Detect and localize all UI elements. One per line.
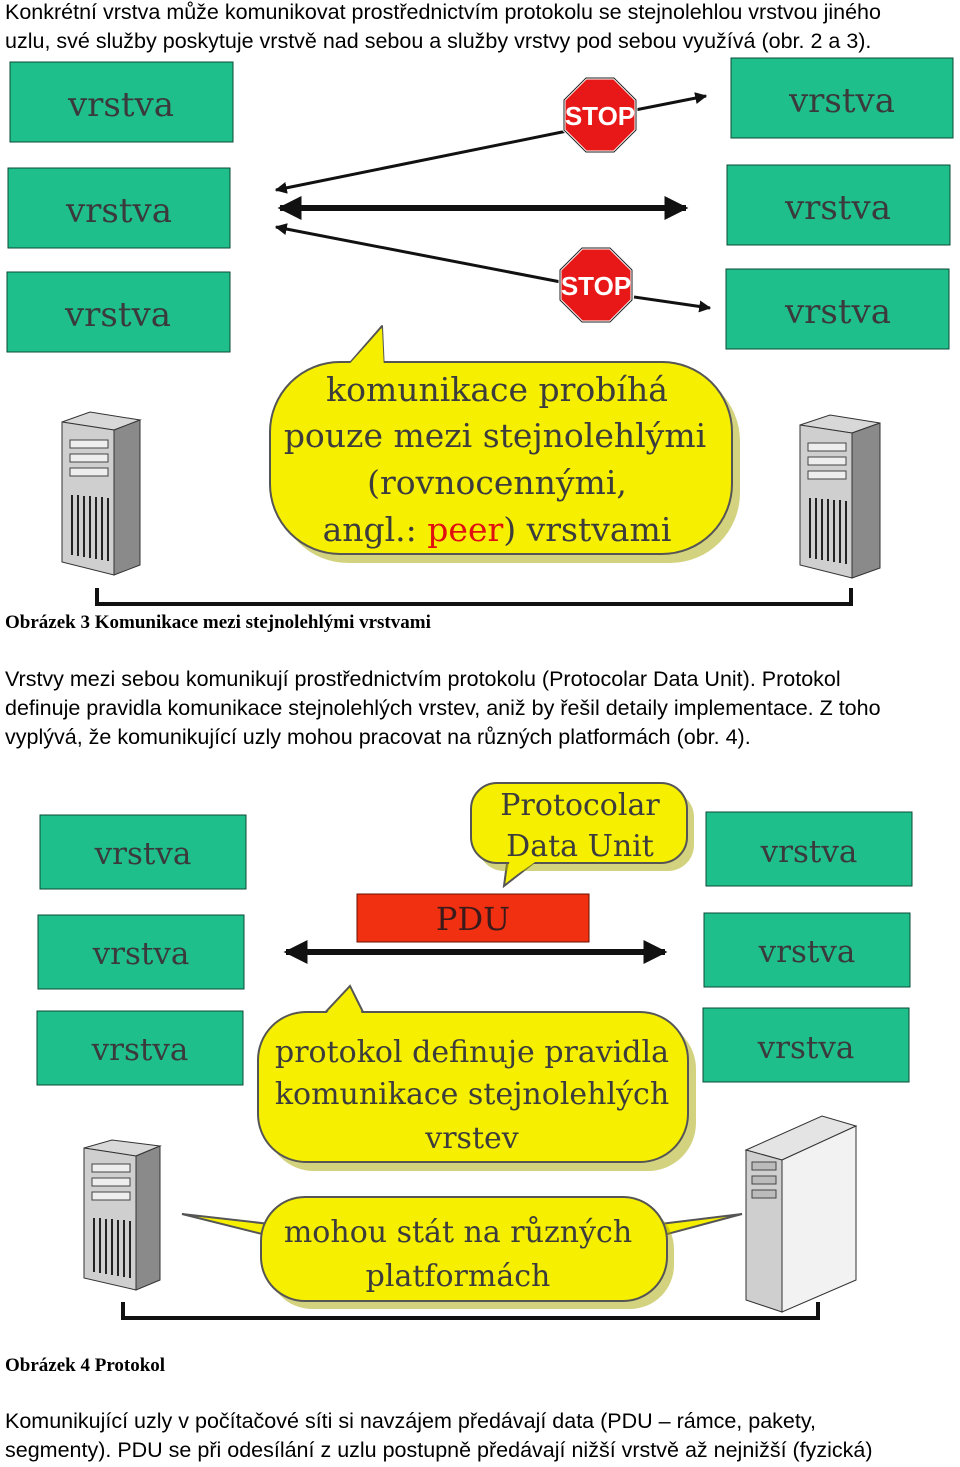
computer-icon — [799, 414, 881, 579]
rules-bubble-line: komunikace stejnolehlých — [275, 1077, 669, 1112]
paragraph-2-line-2: definuje pravidla komunikace stejnolehlý… — [5, 696, 881, 720]
figure-4-caption: Obrázek 4 Protokol — [5, 1355, 166, 1376]
pdu-bubble-line: Protocolar — [500, 788, 660, 823]
layer-label: vrstva — [64, 295, 171, 335]
layer-label: vrstva — [760, 834, 858, 870]
stop-sign-icon: STOP — [562, 76, 638, 154]
computer-icon — [61, 411, 142, 576]
rules-bubble-line: vrstev — [424, 1121, 518, 1156]
layer-box-right-1 — [730, 57, 954, 139]
paragraph-2-line-3: vyplývá, že komunikující uzly mohou prac… — [5, 725, 751, 749]
paragraph-1-line-1: Konkrétní vrstva může komunikovat prostř… — [5, 0, 881, 24]
platform-bubble — [181, 1196, 743, 1309]
layer-label: vrstva — [788, 81, 895, 121]
bubble-line: komunikace probíhá — [326, 370, 668, 409]
layer-box-right-2 — [726, 164, 951, 246]
layer-label: vrstva — [65, 191, 172, 231]
pdu-bubble — [470, 782, 694, 889]
layer-box-right-2 — [703, 912, 911, 988]
speech-bubble — [269, 325, 740, 563]
right-layer-stack — [725, 57, 954, 350]
layer-label: vrstva — [92, 936, 190, 972]
paragraph-3-line-2: segmenty). PDU se při odesílání z uzlu p… — [5, 1438, 873, 1462]
bracket — [95, 588, 853, 606]
layer-box-left-1 — [9, 61, 234, 143]
pdu-bubble-line: Data Unit — [506, 829, 654, 864]
figure-3-caption: Obrázek 3 Komunikace mezi stejnolehlými … — [5, 612, 431, 633]
layer-box-right-3 — [725, 268, 950, 350]
layer-box-left-2 — [37, 914, 245, 990]
svg-text:STOP: STOP — [561, 271, 631, 301]
arrow-top-blocked-right — [634, 92, 708, 112]
layer-label: vrstva — [784, 188, 891, 228]
layer-label: vrstva — [758, 934, 856, 970]
layer-box-right-1 — [705, 811, 913, 887]
figure-4: vrstva vrstva vrstva vrstva vrstva vrstv… — [36, 782, 913, 1320]
arrow-bottom-blocked-right — [633, 295, 712, 313]
pdu-label: PDU — [436, 900, 510, 938]
stop-sign-icon: STOP — [558, 246, 634, 324]
layer-label: vrstva — [757, 1030, 855, 1066]
layer-box-left-2 — [7, 167, 231, 249]
layer-box-right-3 — [702, 1007, 910, 1083]
arrow-bottom-blocked — [274, 223, 567, 285]
paragraph-3-line-1: Komunikující uzly v počítačové síti si n… — [5, 1409, 816, 1433]
rules-bubble — [257, 984, 696, 1171]
layer-box-left-3 — [6, 271, 231, 353]
bubble-line: pouze mezi stejnolehlými — [284, 416, 706, 455]
platform-bubble-line: mohou stát na různých — [284, 1215, 632, 1250]
layer-box-left-1 — [39, 814, 247, 890]
bubble-line: (rovnocennými, — [367, 463, 627, 502]
layer-label: vrstva — [67, 85, 174, 125]
bracket — [121, 1302, 820, 1320]
layer-label: vrstva — [784, 292, 891, 332]
platform-bubble-line: platformách — [366, 1259, 551, 1294]
paragraph-2-line-1: Vrstvy mezi sebou komunikují prostřednic… — [5, 667, 841, 691]
server-tower-icon — [744, 1115, 858, 1313]
paragraph-1-line-2: uzlu, své služby poskytuje vrstvě nad se… — [5, 29, 872, 53]
layer-label: vrstva — [91, 1032, 189, 1068]
rules-bubble-line: protokol definuje pravidla — [275, 1035, 669, 1070]
layer-box-left-3 — [36, 1010, 244, 1086]
figure-3: vrstva vrstva vrstva vrstva vrstva vrstv… — [6, 57, 954, 606]
bubble-line: angl.: peer) vrstvami — [323, 510, 672, 549]
layer-label: vrstva — [94, 836, 192, 872]
svg-text:STOP: STOP — [565, 101, 635, 131]
left-layer-stack — [6, 61, 234, 353]
arrow-top-blocked — [274, 128, 573, 194]
computer-icon — [83, 1139, 162, 1291]
